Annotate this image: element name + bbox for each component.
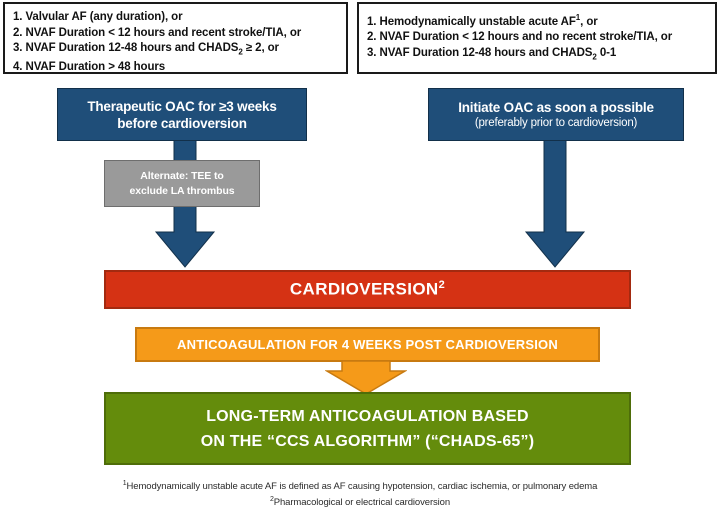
criteria-right-line-1-prefix: 1. Hemodynamically unstable acute AF [367, 15, 576, 28]
criteria-right-line-3: 3. NVAF Duration 12-48 hours and CHADS2 … [367, 46, 707, 65]
criteria-left-line-3-prefix: 3. NVAF Duration 12-48 hours and CHADS [13, 42, 239, 54]
criteria-right-line-3-suffix: 0-1 [596, 46, 617, 59]
footnote-1-marker: 1 [122, 480, 127, 487]
banner-longterm-line-2: ON THE “CCS ALGORITHM” (“CHADS-65”) [200, 432, 535, 450]
banner-anticoagulation-4-weeks-text: ANTICOAGULATION FOR 4 WEEKS POST CARDIOV… [177, 337, 558, 352]
footnote-2-marker: 2 [269, 495, 274, 503]
footnote-2-text: Pharmacological or electrical cardiovers… [273, 496, 451, 507]
box-alternate-tee-line-1: Alternate: TEE to [140, 169, 224, 182]
arrow-down-orange-glyph [325, 361, 407, 395]
banner-longterm-line-1: LONG-TERM ANTICOAGULATION BASED [206, 407, 529, 425]
criteria-left-line-3: 3. NVAF Duration 12-48 hours and CHADS2 … [13, 41, 338, 60]
criteria-box-right: 1. Hemodynamically unstable acute AF1, o… [357, 2, 717, 74]
criteria-right-line-1-superscript: 1 [575, 13, 581, 22]
box-therapeutic-oac-line-1: Therapeutic OAC for ≥3 weeks [87, 98, 277, 114]
box-therapeutic-oac-line-2: before cardioversion [117, 115, 247, 131]
banner-anticoagulation-4-weeks: ANTICOAGULATION FOR 4 WEEKS POST CARDIOV… [135, 327, 600, 362]
criteria-left-line-1: 1. Valvular AF (any duration), or [13, 11, 183, 23]
arrow-down-orange [325, 361, 407, 395]
box-initiate-oac-line-1: Initiate OAC as soon a possible [458, 99, 654, 115]
box-initiate-oac: Initiate OAC as soon a possible (prefera… [428, 88, 684, 141]
criteria-box-left: 1. Valvular AF (any duration), or 2. NVA… [3, 2, 348, 74]
banner-cardioversion: CARDIOVERSION2 [104, 270, 631, 309]
box-alternate-tee-line-2: exclude LA thrombus [129, 184, 235, 197]
footnote-1: 1Hemodynamically unstable acute AF is de… [0, 478, 720, 494]
banner-cardioversion-superscript: 2 [438, 279, 446, 292]
criteria-right-line-2: 2. NVAF Duration < 12 hours and no recen… [367, 31, 673, 44]
box-therapeutic-oac: Therapeutic OAC for ≥3 weeks before card… [57, 88, 307, 141]
banner-longterm-anticoagulation: LONG-TERM ANTICOAGULATION BASED ON THE “… [104, 392, 631, 465]
banner-cardioversion-label: CARDIOVERSION [289, 279, 439, 299]
criteria-right-line-1: 1. Hemodynamically unstable acute AF1, o… [367, 10, 707, 30]
footnotes: 1Hemodynamically unstable acute AF is de… [0, 478, 720, 507]
arrow-down-right-blue [522, 140, 588, 268]
footnote-2: 2Pharmacological or electrical cardiover… [0, 494, 720, 507]
criteria-right-line-3-prefix: 3. NVAF Duration 12-48 hours and CHADS [367, 46, 593, 59]
criteria-right-line-3-subscript: 2 [592, 52, 597, 62]
footnote-1-text: Hemodynamically unstable acute AF is def… [126, 481, 598, 493]
criteria-left-line-3-suffix: ≥ 2, or [242, 42, 279, 54]
box-alternate-tee: Alternate: TEE to exclude LA thrombus [104, 160, 260, 207]
criteria-left-line-2: 2. NVAF Duration < 12 hours and recent s… [13, 26, 302, 39]
criteria-right-line-1-suffix: , or [580, 15, 598, 28]
arrow-down-right-blue-glyph [524, 140, 586, 268]
box-initiate-oac-line-2: (preferably prior to cardioversion) [474, 116, 638, 129]
banner-cardioversion-text: CARDIOVERSION2 [290, 279, 445, 300]
criteria-left-line-4: 4. NVAF Duration > 48 hours [13, 60, 166, 73]
criteria-left-line-3-subscript: 2 [238, 47, 243, 57]
